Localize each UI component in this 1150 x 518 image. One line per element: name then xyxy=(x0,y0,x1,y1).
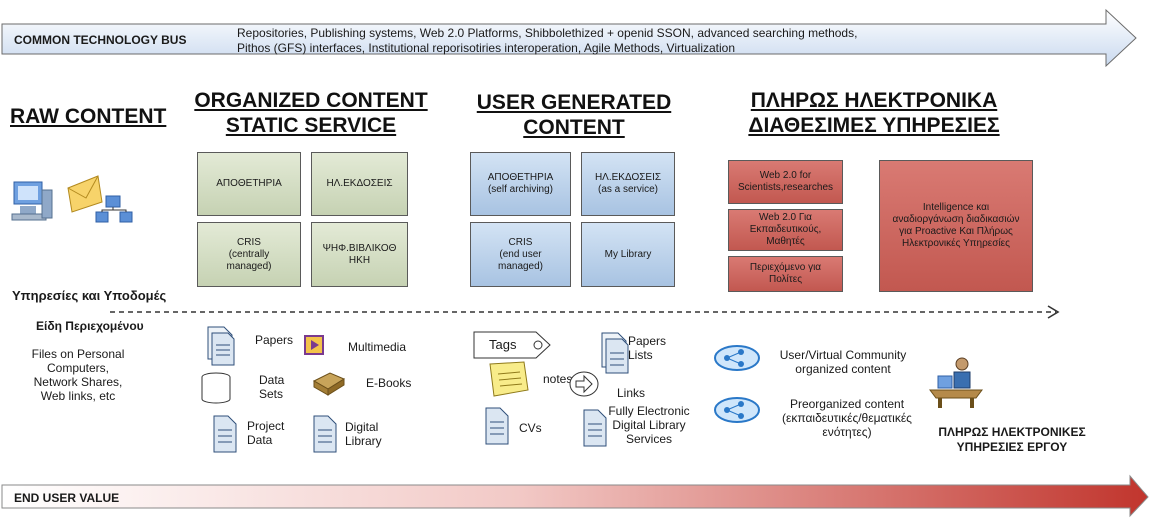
project-services-label: ΠΛΗΡΩΣ ΗΛΕΚΤΡΟΝΙΚΕΣ ΥΠΗΡΕΣΙΕΣ ΕΡΓΟΥ xyxy=(938,425,1086,454)
computer-network-icon xyxy=(11,175,133,223)
papers-icon xyxy=(207,326,235,366)
papers-label: Papers xyxy=(255,333,294,347)
header-raw-content: RAW CONTENT xyxy=(10,105,167,128)
link-arrow-icon xyxy=(569,371,599,397)
multimedia-label: Multimedia xyxy=(348,340,407,354)
preorganized-content-label: Preorganized content (εκπαιδευτικές/θεμα… xyxy=(782,397,912,439)
digital-library-label: Digital Library xyxy=(345,420,382,448)
intelligence-box: Intelligence και αναδιοργάνωση διαδικασι… xyxy=(879,160,1033,292)
repository-box: ΑΠΟΘΕΤΗΡΙΑ xyxy=(197,152,301,216)
data-sets-label: Data Sets xyxy=(259,373,285,401)
end-user-cris-box: CRIS (end user managed) xyxy=(470,222,571,287)
digital-library-box: ΨΗΦ.ΒΙΒΛΙΚΟΘ ΗΚΗ xyxy=(311,222,408,287)
fully-electronic-icon xyxy=(583,409,607,447)
content-types-label: Είδη Περιεχομένου xyxy=(36,319,144,333)
technology-bus-label: COMMON TECHNOLOGY BUS xyxy=(14,33,187,47)
tag-icon xyxy=(473,331,551,359)
header-full-services: ΠΛΗΡΩΣ ΗΛΕΚΤΡΟΝΙΚΑ ΔΙΑΘΕΣΙΜΕΣ ΥΠΗΡΕΣΙΕΣ xyxy=(748,89,1000,137)
database-icon xyxy=(201,372,231,404)
fully-electronic-label: Fully Electronic Digital Library Service… xyxy=(608,404,690,446)
header-user-generated-content: USER GENERATED CONTENT xyxy=(476,91,672,139)
web20-scientists-box: Web 2.0 for Scientists,researches xyxy=(728,160,843,204)
notes-icon xyxy=(489,361,529,397)
self-archiving-repository-box: ΑΠΟΘΕΤΗΡΙΑ (self archiving) xyxy=(470,152,571,216)
end-user-value-label: END USER VALUE xyxy=(14,491,120,505)
cvs-label: CVs xyxy=(519,421,542,435)
community-network-icon xyxy=(714,345,760,371)
my-library-box: My Library xyxy=(581,222,675,287)
notes-label: notes xyxy=(543,372,573,386)
cris-box: CRIS (centrally managed) xyxy=(197,222,301,287)
links-label: Links xyxy=(617,386,646,400)
e-publications-box: ΗΛ.ΕΚΔΟΣΕΙΣ xyxy=(311,152,408,216)
publications-service-box: ΗΛ.ΕΚΔΟΣΕΙΣ (as a service) xyxy=(581,152,675,216)
ebooks-label: E-Books xyxy=(366,376,412,390)
separator-dashed-arrow xyxy=(110,305,1060,319)
end-user-value-arrow xyxy=(1,474,1149,518)
multimedia-icon xyxy=(304,335,324,355)
community-content-label: User/Virtual Community organized content xyxy=(779,348,907,376)
user-at-desk-icon xyxy=(929,357,983,408)
raw-content-text: Files on Personal Computers, Network Sha… xyxy=(31,347,125,403)
tags-label: Tags xyxy=(489,337,517,352)
citizens-content-box: Περιεχόμενο για Πολίτες xyxy=(728,256,843,292)
preorganized-network-icon xyxy=(714,397,760,423)
services-infrastructure-label: Υπηρεσίες και Υποδομές xyxy=(12,288,167,303)
project-data-icon xyxy=(213,415,237,453)
papers-lists-label: Papers Lists xyxy=(628,334,667,362)
technology-bus-arrow xyxy=(1,8,1137,68)
papers-lists-icon xyxy=(601,332,629,374)
ebooks-icon xyxy=(312,372,346,396)
header-organized-content: ORGANIZED CONTENT STATIC SERVICE xyxy=(194,89,428,137)
project-data-label: Project Data xyxy=(247,419,285,447)
digital-library-icon xyxy=(313,415,337,453)
cvs-icon xyxy=(485,407,509,445)
web20-teachers-box: Web 2.0 Για Εκπαιδευτικούς, Μαθητές xyxy=(728,209,843,251)
technology-bus-text: Repositories, Publishing systems, Web 2.… xyxy=(237,26,858,55)
